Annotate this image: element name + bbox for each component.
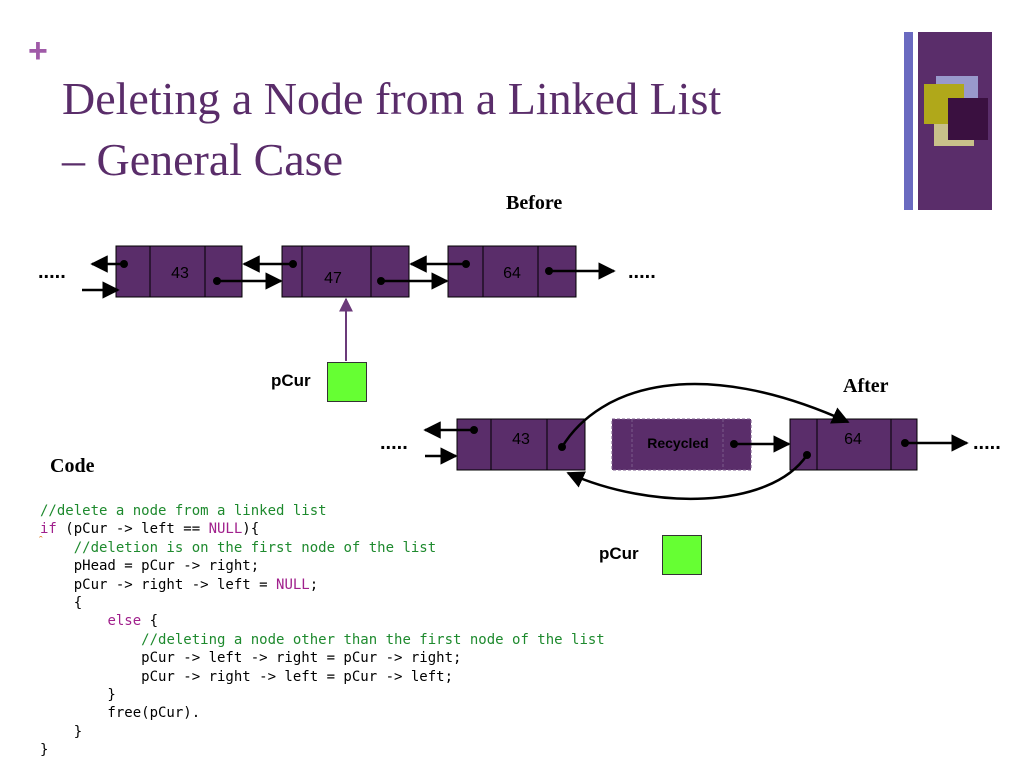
title-line-1: Deleting a Node from a Linked List — [62, 73, 722, 124]
decorative-squares-icon — [904, 32, 992, 210]
after-node-1-value: 43 — [512, 431, 530, 448]
plus-icon: + — [28, 32, 48, 70]
code-token: ; — [309, 576, 319, 593]
after-node-1: 43 — [456, 418, 586, 471]
code-line: } — [40, 686, 605, 704]
before-label: Before — [506, 192, 563, 214]
before-node-2-value: 47 — [324, 270, 342, 287]
after-label: After — [843, 375, 889, 397]
after-pointers — [423, 382, 969, 501]
code-token: else — [107, 613, 142, 630]
code-token: { — [141, 613, 159, 630]
code-token — [40, 540, 74, 556]
code-line: pCur -> right -> left = pCur -> left; — [40, 668, 605, 686]
code-token: //deletion is on the first node of the l… — [73, 539, 437, 556]
code-line: } — [40, 741, 605, 759]
code-line: pCur -> left -> right = pCur -> right; — [40, 649, 605, 667]
before-node-2: 47 — [281, 245, 410, 298]
after-node-recycled: Recycled — [611, 418, 752, 471]
before-pointers — [82, 255, 616, 361]
before-node-3-value: 64 — [503, 265, 521, 282]
code-token: } — [40, 742, 49, 759]
before-ellipsis-left: ..... — [38, 261, 66, 283]
after-node-3-value: 64 — [844, 431, 862, 448]
before-ellipsis-right: ..... — [628, 261, 656, 283]
after-ellipsis-right: ..... — [973, 432, 1001, 454]
code-token: //delete a node from a linked list — [40, 503, 327, 519]
code-token: (pCur -> left == — [56, 521, 209, 538]
title-line-2: – General Case — [62, 134, 343, 185]
code-line: else { — [40, 612, 605, 630]
code-token — [40, 632, 141, 648]
code-token: ){ — [242, 521, 260, 538]
pcur-label-after: pCur — [599, 544, 639, 563]
code-token: NULL — [208, 521, 243, 538]
code-line: pCur -> right -> left = NULL; — [40, 576, 605, 594]
after-ellipsis-left: ..... — [380, 432, 408, 454]
code-line: } — [40, 723, 605, 741]
code-label: Code — [50, 455, 95, 477]
recycled-label: Recycled — [647, 435, 708, 451]
code-line: { — [40, 594, 605, 612]
code-token: NULL — [276, 576, 310, 593]
code-line: //deletion is on the first node of the l… — [40, 539, 605, 557]
page-title: Deleting a Node from a Linked List – Gen… — [62, 68, 721, 190]
code-line: //delete a node from a linked list — [40, 502, 605, 520]
code-token: pHead = pCur -> right; — [40, 558, 260, 575]
after-node-3: 64 — [789, 418, 918, 471]
code-line: //deleting a node other than the first n… — [40, 631, 605, 649]
code-token: } — [40, 687, 116, 704]
code-token: free(pCur). — [40, 705, 201, 722]
pcur-pointer-box-after — [662, 535, 702, 575]
code-token: pCur -> right -> left = — [40, 576, 277, 593]
before-node-1: 43 — [115, 245, 243, 298]
code-token: { — [40, 595, 83, 612]
code-token: if — [40, 521, 57, 538]
pcur-label-before: pCur — [271, 371, 311, 390]
code-token: //deleting a node other than the first n… — [141, 631, 605, 648]
warning-caret-icon: ˆ — [39, 535, 43, 547]
before-node-1-value: 43 — [171, 265, 189, 282]
code-token: pCur -> left -> right = pCur -> right; — [40, 650, 462, 667]
code-line: free(pCur). — [40, 704, 605, 722]
code-token — [40, 613, 107, 629]
pcur-pointer-box-before — [327, 362, 367, 402]
code-token: } — [40, 723, 83, 740]
code-line: if (pCur -> left == NULL){ — [40, 520, 605, 538]
code-line: pHead = pCur -> right; — [40, 557, 605, 575]
code-token: pCur -> right -> left = pCur -> left; — [40, 668, 454, 685]
